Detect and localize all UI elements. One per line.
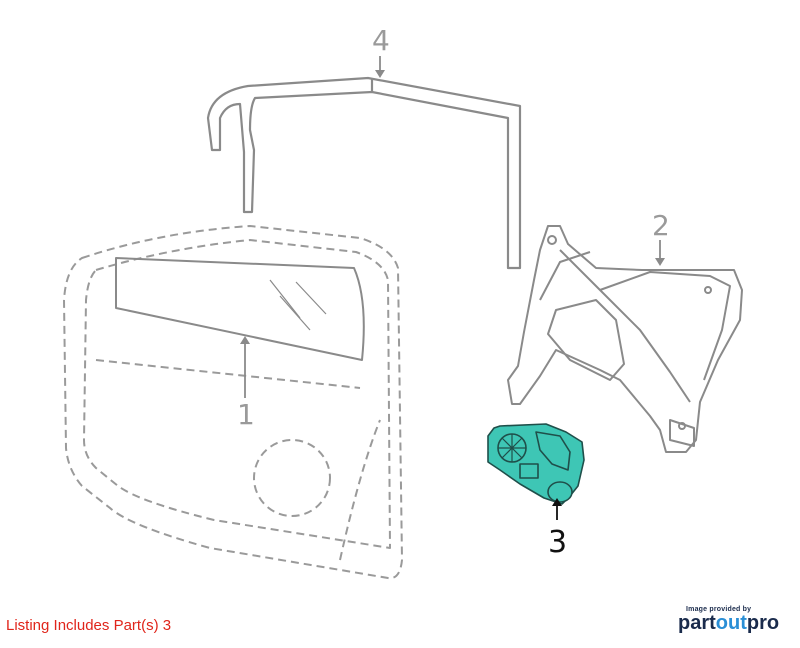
listing-note: Listing Includes Part(s) 3 — [6, 617, 172, 634]
brand-pro: pro — [746, 612, 780, 634]
callout-3: 3 — [548, 525, 567, 560]
brand-part: part — [678, 612, 716, 634]
window-regulator — [507, 225, 743, 453]
leader-arrowheads — [240, 70, 665, 344]
brand-tagline: Image provided by — [686, 606, 752, 613]
callout-2: 2 — [652, 209, 670, 242]
window-run-channel — [206, 76, 522, 270]
door-glass-panel — [63, 225, 403, 580]
brand-out: out — [715, 612, 747, 634]
callout-4: 4 — [372, 24, 390, 57]
partoutpro-logo: Image provided by partoutpro — [678, 606, 788, 633]
door-glass — [115, 257, 365, 361]
brand-wordmark: partoutpro — [678, 613, 788, 633]
leader-line-3 — [552, 498, 562, 520]
window-motor — [487, 423, 585, 505]
callout-1: 1 — [237, 398, 255, 431]
